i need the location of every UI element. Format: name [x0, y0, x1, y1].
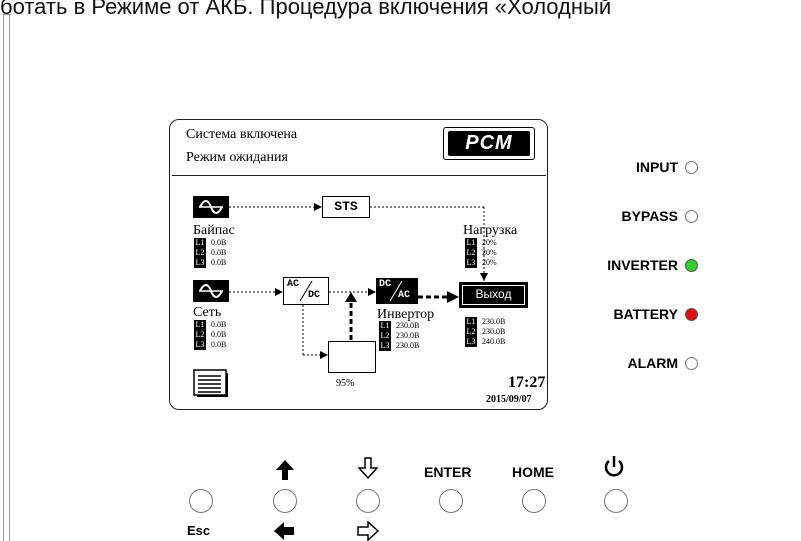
output-label: Выход	[462, 285, 525, 305]
led-label-alarm: ALARM	[627, 355, 678, 371]
led-indicator-alarm	[685, 357, 698, 370]
rectifier-ac: AC	[287, 279, 300, 290]
screen-divider	[172, 175, 546, 176]
slash-icon	[389, 280, 403, 302]
esc-label: Esc	[187, 523, 211, 538]
bypass-source-icon	[193, 196, 229, 218]
home-button[interactable]	[522, 489, 546, 513]
arrow-down-outline-icon	[358, 457, 378, 479]
status-line-1: Система включена	[186, 127, 298, 142]
bypass-label: Байпас	[193, 223, 235, 238]
status-line-2: Режим ожидания	[186, 150, 288, 165]
esc-button[interactable]	[189, 489, 213, 513]
sine-wave-icon	[199, 200, 223, 214]
slash-icon	[299, 280, 313, 302]
enter-button[interactable]	[439, 489, 463, 513]
led-label-battery: BATTERY	[613, 306, 678, 322]
rectifier-block: AC DC	[283, 277, 329, 305]
arrow-left-filled-icon	[274, 522, 294, 540]
led-indicator-bypass	[685, 210, 698, 223]
left-rule	[3, 14, 10, 541]
clock-time: 17:27	[508, 374, 546, 391]
mains-label: Сеть	[193, 305, 222, 320]
power-icon	[604, 456, 624, 477]
clock-date: 2015/09/07	[486, 394, 532, 405]
led-indicator-input	[685, 161, 698, 174]
battery-block	[328, 341, 376, 373]
arrow-right-outline-icon	[357, 521, 379, 541]
home-label: HOME	[512, 464, 554, 480]
led-label-inverter: INVERTER	[607, 257, 678, 273]
rectifier-dc: DC	[308, 290, 321, 301]
sts-block: STS	[322, 196, 370, 218]
inverter-label: Инвертор	[377, 307, 435, 322]
up-button[interactable]	[273, 489, 297, 513]
sine-wave-icon	[199, 284, 223, 298]
led-indicator-inverter	[685, 259, 698, 272]
left-rule-tick	[3, 14, 11, 15]
power-button[interactable]	[604, 489, 628, 513]
brand-logo-text: PCM	[448, 131, 530, 156]
brand-logo: PCM	[443, 127, 535, 160]
led-label-bypass: BYPASS	[621, 208, 678, 224]
led-indicator-battery	[685, 308, 698, 321]
inverter-block: DC AC	[376, 278, 418, 304]
enter-label: ENTER	[424, 464, 472, 480]
page-caption: ботать в Режиме от АКБ. Процедура включе…	[0, 0, 612, 19]
output-block: Выход	[459, 282, 528, 308]
led-label-input: INPUT	[636, 159, 678, 175]
battery-percent: 95%	[336, 378, 355, 389]
load-label: Нагрузка	[463, 223, 518, 238]
down-button[interactable]	[356, 489, 380, 513]
menu-list-icon[interactable]	[193, 369, 229, 402]
arrow-up-filled-icon	[276, 460, 294, 480]
inverter-dc: DC	[379, 279, 392, 290]
inverter-ac: AC	[398, 290, 411, 301]
mains-source-icon	[193, 280, 229, 302]
